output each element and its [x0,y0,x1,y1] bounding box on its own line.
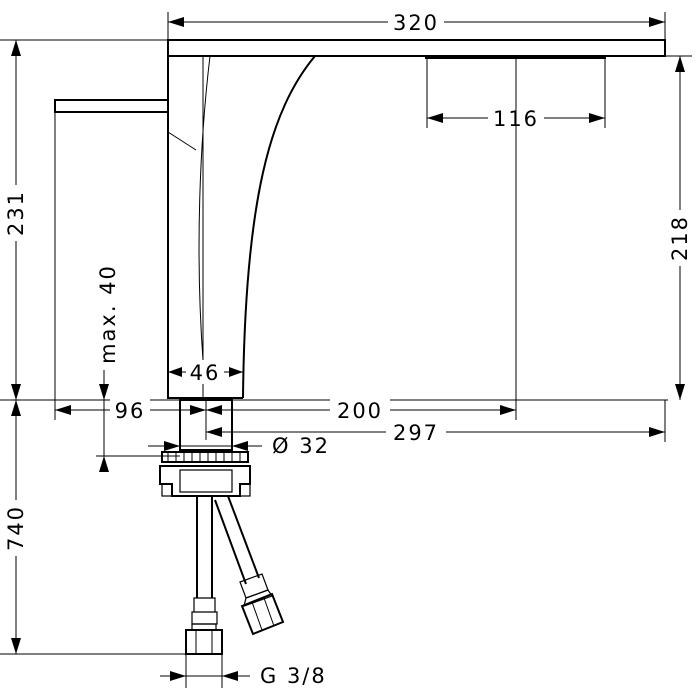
supply-hoses [185,495,285,655]
dim-label-231: 231 [4,190,28,236]
column-facet [167,131,197,151]
arrow-right [589,113,605,123]
spout-top-plate [167,39,666,57]
hex-nut-facet-4 [263,597,275,627]
dim-hose-length: 740 [0,400,186,655]
arrow-top [99,384,109,400]
spout-curve [242,55,316,399]
dim-total-height: 231 [0,39,168,400]
dim-hole-diameter: Ø 32 [148,434,330,458]
angled-hose [214,495,260,585]
hex-nut-collar-right [243,589,273,607]
fixing-nut-ring [161,451,249,463]
hex-nut-facet-3 [251,601,263,631]
bracket-center-block [179,469,233,493]
dim-total-length: 320 [167,10,666,40]
dim-spout-height: 218 [665,55,692,400]
bracket-screw-right [239,483,251,497]
dim-label-740: 740 [4,505,28,551]
arrow-left [206,427,222,437]
column-highlight [198,55,211,361]
dim-label-320: 320 [393,11,439,35]
dim-label-297: 297 [393,421,439,445]
arrow-right [190,405,206,415]
dim-outlet-end: 297 [206,400,666,445]
hose-hex-nut-right [240,592,285,636]
dim-outlet-width: 116 [426,58,606,420]
lever-handle [54,99,169,113]
dim-label-max-40: max. 40 [96,264,120,364]
dim-base-width: 46 [168,360,243,385]
dim-label-46: 46 [190,361,221,385]
faucet-column [167,56,243,399]
arrow-left [168,17,184,27]
arrow-top [675,56,685,72]
dim-label-200: 200 [337,399,383,423]
arrow-bottom [99,456,109,472]
dim-lever-offset: 96 [54,112,207,440]
straight-hose-ferrule [191,597,218,625]
straight-hose [196,496,213,598]
dim-label-g-3-8: G 3/8 [260,664,327,688]
dim-outlet-center: 200 [206,398,516,423]
mounting-assembly [159,399,251,497]
dim-label-116: 116 [493,107,539,131]
dim-label-218: 218 [668,215,692,261]
arrow-left [170,671,186,681]
arrow-left [427,113,443,123]
arrow-left [164,441,180,451]
arrow-left [55,405,71,415]
dim-max-deck-thickness: max. 40 [96,264,180,472]
arrow-bottom [675,384,685,400]
arrow-top [11,40,21,56]
arrow-left [168,367,182,377]
arrow-bottom [11,638,21,654]
arrow-bottom [11,384,21,400]
bracket-screw-left [161,483,173,497]
arrow-right [222,671,238,681]
faucet-body [54,39,666,399]
arrow-top [11,400,21,416]
arrow-right [232,441,248,451]
dim-label-diameter-32: Ø 32 [272,434,330,458]
nut-knurling [167,452,241,462]
arrow-right [229,367,243,377]
dim-label-96: 96 [115,399,146,423]
arrow-right [649,427,665,437]
hose-hex-nut-left [185,629,223,655]
hex-nut-collar-left [191,623,217,631]
arrow-right [500,405,516,415]
arrow-left [206,405,222,415]
dim-connection-thread: G 3/8 [160,654,327,688]
arrow-right [649,17,665,27]
